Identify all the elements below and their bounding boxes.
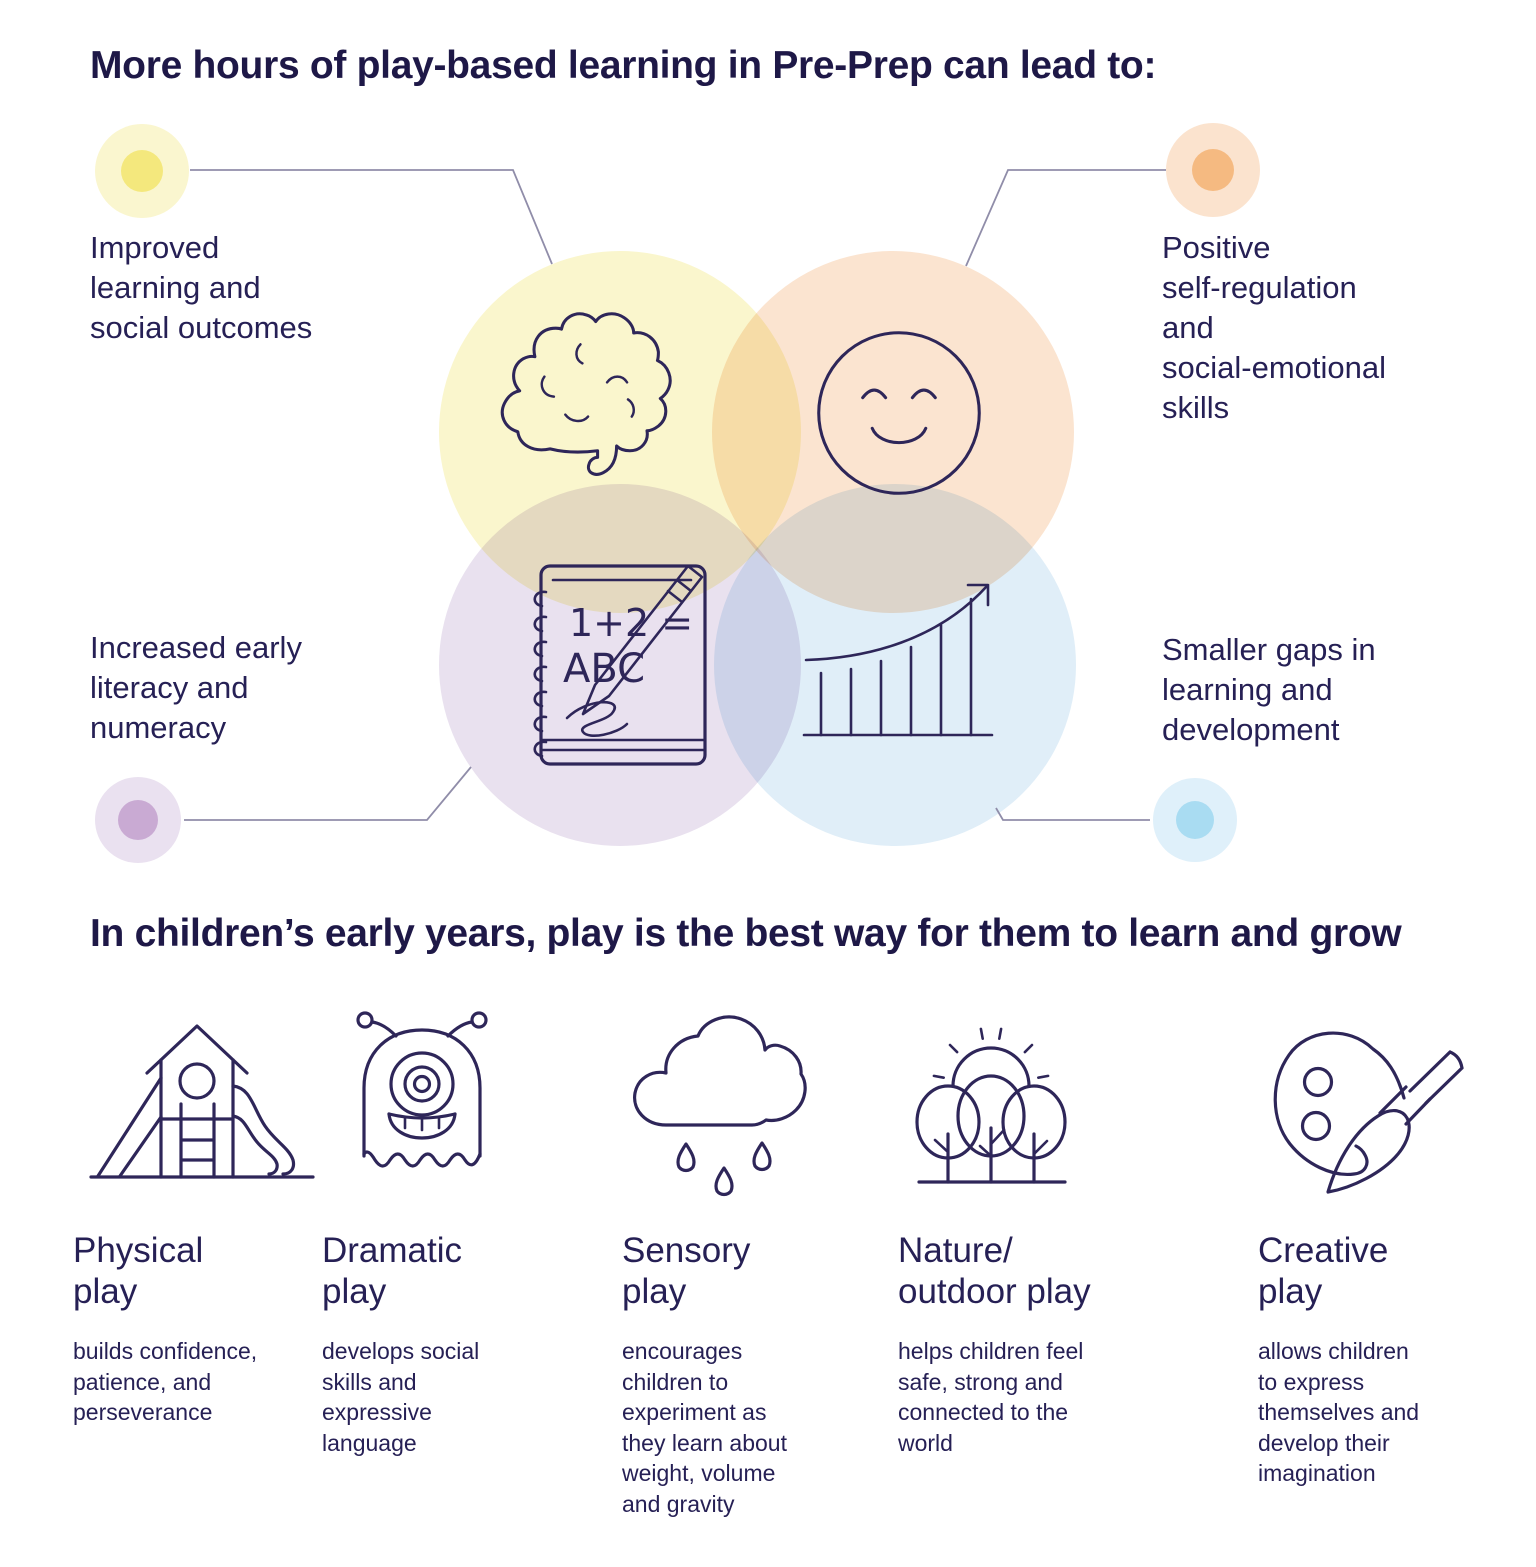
monster-icon — [356, 1011, 488, 1168]
play-type-card-creative: Creative play allows children to express… — [1258, 1008, 1464, 1489]
play-type-title: Creative play — [1258, 1231, 1389, 1311]
outcome-label-smaller-gaps: Smaller gaps in learning and development — [1162, 632, 1376, 747]
play-type-card-physical: Physical play builds confidence, patienc… — [73, 1008, 318, 1428]
outcome-label-literacy-numeracy: Increased early literacy and numeracy — [90, 630, 302, 745]
dot-core — [1176, 801, 1214, 839]
play-type-title: Nature/ outdoor play — [898, 1231, 1091, 1311]
paint-palette-icon — [1273, 1031, 1464, 1194]
icon-slot — [622, 1008, 857, 1230]
outcome-dot-improved-learning — [95, 124, 189, 218]
icon-slot — [73, 1008, 318, 1230]
play-type-title: Physical play — [73, 1231, 204, 1311]
outcome-label-improved-learning: Improved learning and social outcomes — [90, 230, 313, 345]
play-type-title: Dramatic play — [322, 1231, 463, 1311]
trees-sun-icon — [915, 1027, 1067, 1184]
play-type-description: develops social skills and expressive la… — [322, 1338, 480, 1456]
section-title: In children’s early years, play is the b… — [90, 912, 1402, 955]
smiley-right-eye — [910, 388, 937, 400]
smiley-face-icon — [817, 331, 981, 495]
notebook-text-line2: ABC — [563, 646, 645, 692]
play-type-description: allows children to express themselves an… — [1258, 1338, 1420, 1486]
rain-cloud-icon — [633, 1015, 807, 1196]
outcome-dot-self-regulation — [1166, 123, 1260, 217]
play-type-card-nature: Nature/ outdoor play helps children feel… — [898, 1008, 1158, 1458]
play-type-description: encourages children to experiment as the… — [622, 1338, 787, 1517]
page-title: More hours of play-based learning in Pre… — [90, 44, 1157, 87]
connector-line-top-right — [965, 169, 1166, 267]
connector-line-bottom-right — [995, 807, 1150, 821]
dot-core — [118, 800, 158, 840]
connector-line-bottom-left — [184, 766, 472, 821]
play-type-description: helps children feel safe, strong and con… — [898, 1338, 1084, 1456]
play-type-description: builds confidence, patience, and perseve… — [73, 1338, 258, 1425]
outcome-label-self-regulation: Positive self-regulation and social-emot… — [1162, 230, 1386, 425]
play-type-card-dramatic: Dramatic play develops social skills and… — [322, 1008, 577, 1458]
brain-icon — [500, 312, 672, 476]
playground-icon — [89, 1024, 315, 1179]
play-type-title: Sensory play — [622, 1231, 751, 1311]
smiley-left-eye — [861, 388, 888, 400]
outcome-dot-literacy-numeracy — [95, 777, 181, 863]
dot-core — [121, 150, 163, 192]
outcome-dot-smaller-gaps — [1153, 778, 1237, 862]
growth-chart-icon — [802, 583, 994, 737]
icon-slot — [322, 1008, 577, 1230]
play-type-card-sensory: Sensory play encourages children to expe… — [622, 1008, 857, 1519]
notebook-icon: 1+2 = ABC — [533, 564, 707, 766]
icon-slot — [1258, 1008, 1464, 1230]
smiley-mouth — [870, 426, 928, 444]
icon-slot — [898, 1008, 1158, 1230]
venn-circle-blue — [714, 484, 1076, 846]
dot-core — [1192, 149, 1234, 191]
